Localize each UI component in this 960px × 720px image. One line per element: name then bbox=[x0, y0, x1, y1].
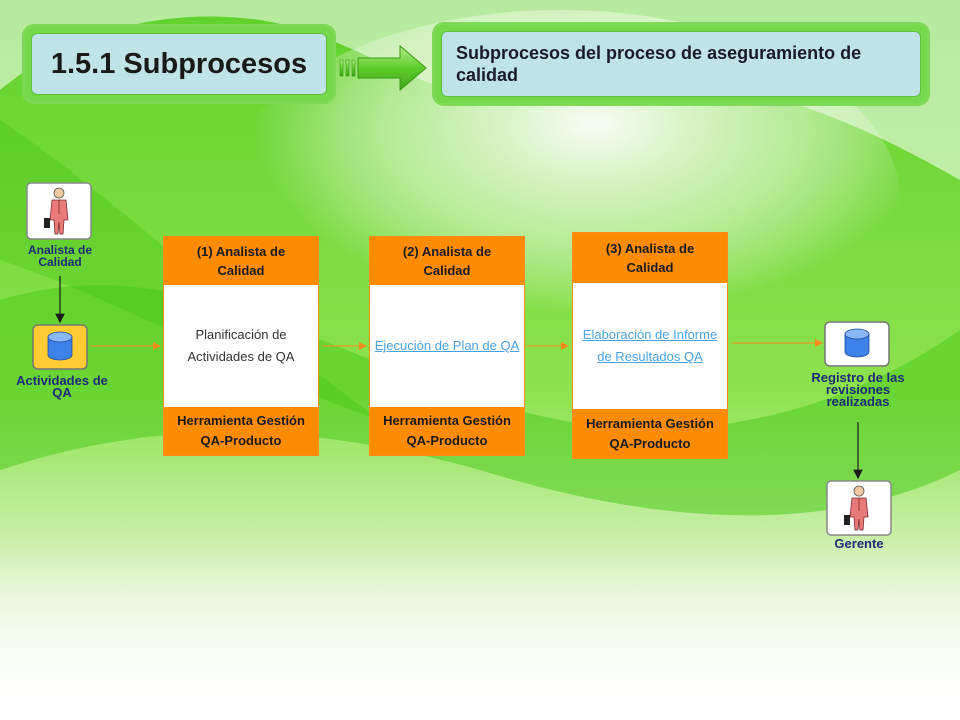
arrow-right-icon bbox=[339, 44, 427, 92]
title-box: 1.5.1 Subprocesos bbox=[22, 24, 336, 104]
process-2-link[interactable]: Ejecución de Plan de QA bbox=[374, 338, 520, 353]
page-title: 1.5.1 Subprocesos bbox=[50, 47, 308, 80]
subtitle-text: Subprocesos del proceso de aseguramiento… bbox=[456, 43, 862, 85]
process-3-link[interactable]: Elaboración de Informe de Resultados QA bbox=[582, 327, 718, 364]
process-2-body-container: Ejecución de Plan de QA bbox=[370, 285, 524, 407]
subtitle-panel: Subprocesos del proceso de aseguramiento… bbox=[441, 31, 921, 97]
title-panel: 1.5.1 Subprocesos bbox=[31, 33, 327, 95]
process-3-footer: Herramienta Gestión QA-Producto bbox=[573, 409, 727, 458]
process-1-body: Planificación de Actividades de QA bbox=[187, 327, 295, 364]
actor-label-registro: Registro de las revisiones realizadas bbox=[811, 370, 905, 409]
actor-label-analista: Analista de Calidad bbox=[27, 243, 93, 269]
actor-label-actividades: Actividades de QA bbox=[16, 373, 108, 400]
process-box-3: (3) Analista de Calidad Elaboración de I… bbox=[572, 232, 728, 459]
person-icon bbox=[826, 480, 892, 536]
process-3-body-container: Elaboración de Informe de Resultados QA bbox=[573, 283, 727, 409]
process-1-footer: Herramienta Gestión QA-Producto bbox=[164, 407, 318, 455]
process-box-2: (2) Analista de Calidad Ejecución de Pla… bbox=[369, 236, 525, 456]
process-2-header: (2) Analista de Calidad bbox=[370, 237, 524, 285]
process-box-1: (1) Analista de Calidad Planificación de… bbox=[163, 236, 319, 456]
database-icon bbox=[32, 324, 88, 370]
process-3-header: (3) Analista de Calidad bbox=[573, 233, 727, 283]
subtitle-box: Subprocesos del proceso de aseguramiento… bbox=[432, 22, 930, 106]
actor-label-gerente: Gerente bbox=[834, 536, 884, 551]
process-1-header: (1) Analista de Calidad bbox=[164, 237, 318, 285]
process-2-footer: Herramienta Gestión QA-Producto bbox=[370, 407, 524, 455]
database-icon bbox=[824, 321, 890, 367]
person-icon bbox=[26, 182, 92, 240]
